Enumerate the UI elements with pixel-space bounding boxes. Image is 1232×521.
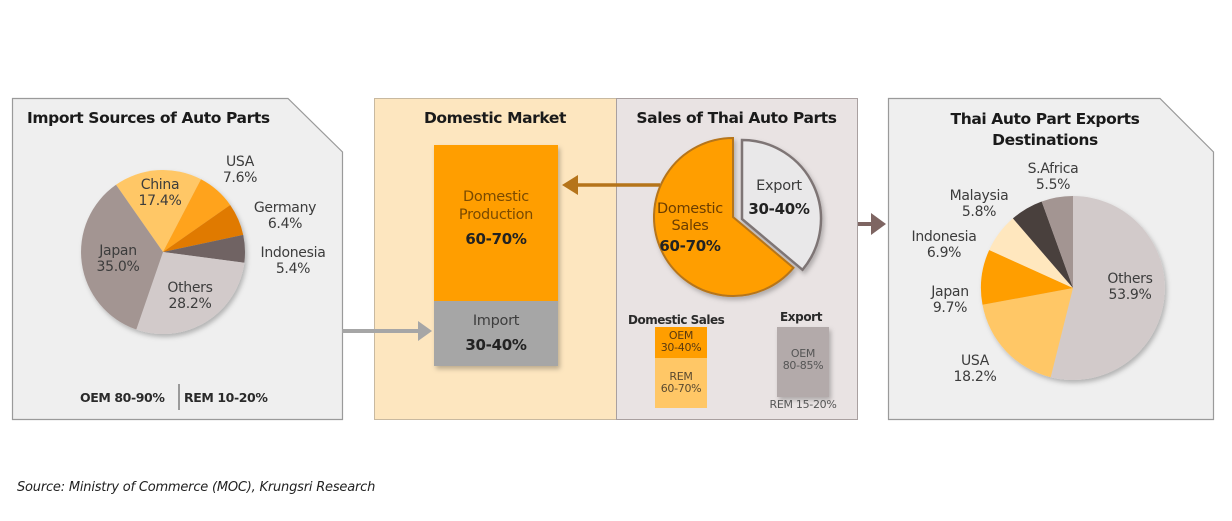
label-line: 60-70% <box>660 382 702 395</box>
label-line: Production <box>458 207 534 223</box>
export-destinations-pie <box>980 196 1165 380</box>
pie-label-japan-right: Japan 9.7% <box>920 284 980 316</box>
export-rem-label: REM 15-20% <box>769 398 837 411</box>
import-sources-title: Import Sources of Auto Parts <box>27 109 270 127</box>
domestic-sales-value: 60-70% <box>659 237 721 255</box>
import-arrow <box>342 321 432 341</box>
label-name: Indonesia <box>911 229 977 245</box>
label-line: REM <box>669 370 693 383</box>
domestic-sales-label: Domestic Sales 60-70% <box>650 201 730 255</box>
export-label: Export 30-40% <box>741 177 817 218</box>
pie-label-usa: USA 7.6% <box>212 154 268 186</box>
title-line: Destinations <box>992 131 1098 149</box>
label-name: Indonesia <box>260 245 326 261</box>
footer-rem: REM 10-20% <box>184 390 268 405</box>
label-value: 5.4% <box>275 261 311 277</box>
label-line: OEM <box>668 329 694 342</box>
label-name: Others <box>167 280 213 296</box>
domestic-market-title: Domestic Market <box>423 109 567 127</box>
label-name: S.Africa <box>1027 161 1079 177</box>
label-name: USA <box>225 154 255 170</box>
footer-oem: OEM 80-90% <box>80 390 165 405</box>
label-name: Japan <box>931 284 969 300</box>
pie-label-others: Others 28.2% <box>158 280 222 312</box>
label-value: 9.7% <box>932 300 968 316</box>
domestic-oem-label: OEM 30-40% <box>655 330 707 354</box>
label-name: Malaysia <box>949 188 1009 204</box>
domestic-production-arrow <box>562 175 660 195</box>
label-line: Import <box>472 313 520 329</box>
export-value: 30-40% <box>748 200 810 218</box>
production-value: 60-70% <box>465 230 527 248</box>
label-value: 6.4% <box>267 216 303 232</box>
domestic-breakdown-title: Domestic Sales <box>628 313 725 327</box>
export-oem-label: OEM 80-85% <box>777 348 829 372</box>
pie-label-indonesia: Indonesia 5.4% <box>248 245 338 277</box>
export-breakdown-bar <box>777 327 829 397</box>
pie-label-malaysia: Malaysia 5.8% <box>943 188 1015 220</box>
export-breakdown-title: Export <box>780 310 823 324</box>
label-value: 7.6% <box>222 170 258 186</box>
pie-label-usa-right: USA 18.2% <box>945 353 1005 385</box>
label-value: 53.9% <box>1108 287 1152 303</box>
label-value: 5.8% <box>961 204 997 220</box>
label-name: Japan <box>99 243 137 259</box>
title-line: Thai Auto Part Exports <box>950 110 1140 128</box>
domestic-rem-label: REM 60-70% <box>655 371 707 395</box>
label-line: Domestic <box>463 189 529 205</box>
label-name: USA <box>960 353 990 369</box>
import-value: 30-40% <box>465 336 527 354</box>
sales-pie <box>653 136 823 297</box>
label-value: 35.0% <box>96 259 140 275</box>
label-value: 5.5% <box>1035 177 1071 193</box>
export-arrow <box>858 213 886 235</box>
label-line: Domestic <box>657 201 723 217</box>
label-line: 80-85% <box>782 359 824 372</box>
domestic-market-bar <box>434 145 558 366</box>
label-name: Others <box>1107 271 1153 287</box>
label-value: 6.9% <box>926 245 962 261</box>
domestic-production-label: Domestic Production 60-70% <box>434 188 558 248</box>
pie-label-indonesia-right: Indonesia 6.9% <box>902 229 986 261</box>
label-name: China <box>140 177 180 193</box>
import-sources-pie <box>81 169 246 334</box>
source-note: Source: Ministry of Commerce (MOC), Krun… <box>17 480 376 495</box>
label-line: OEM <box>790 347 816 360</box>
sales-title: Sales of Thai Auto Parts <box>636 109 837 127</box>
pie-label-safrica: S.Africa 5.5% <box>1018 161 1088 193</box>
pie-label-china: China 17.4% <box>128 177 192 209</box>
label-line: Export <box>756 178 802 194</box>
pie-label-japan: Japan 35.0% <box>86 243 150 275</box>
label-value: 28.2% <box>168 296 212 312</box>
label-line: Sales <box>671 218 709 234</box>
label-value: 18.2% <box>953 369 997 385</box>
label-value: 17.4% <box>138 193 182 209</box>
label-line: 30-40% <box>660 341 702 354</box>
export-destinations-title: Thai Auto Part Exports Destinations <box>900 109 1190 151</box>
pie-label-germany: Germany 6.4% <box>242 200 328 232</box>
domestic-sales-breakdown-bar <box>655 327 707 408</box>
pie-label-others-right: Others 53.9% <box>1095 271 1165 303</box>
import-label: Import 30-40% <box>434 312 558 354</box>
label-name: Germany <box>253 200 317 216</box>
